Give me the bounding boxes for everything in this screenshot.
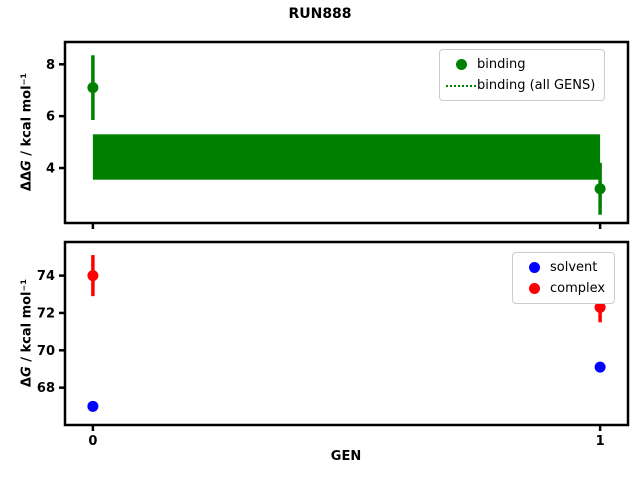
y-tick-label: 4: [46, 162, 55, 177]
y-tick-label: 8: [46, 58, 55, 73]
top-ylabel-symbol: G: [19, 160, 35, 171]
top-legend: binding binding (all GENS): [439, 49, 606, 101]
legend-item-binding-all-gens: binding (all GENS): [445, 75, 595, 96]
solvent-point-gen0: [87, 400, 99, 412]
bottom-y-axis-label: ΔG / kcal mol⁻¹: [20, 279, 35, 387]
legend-label-complex: complex: [550, 281, 606, 296]
bottom-legend: solvent complex: [512, 252, 616, 304]
bottom-ylabel-prefix: Δ: [19, 377, 35, 388]
top-y-axis-label: ΔΔG / kcal mol⁻¹: [20, 73, 35, 191]
binding-point-gen0: [87, 82, 99, 94]
figure-title: RUN888: [288, 6, 352, 22]
solvent-legend-marker-icon: [518, 262, 550, 273]
bottom-ylabel-suffix: / kcal mol⁻¹: [19, 278, 35, 367]
y-tick-label: 70: [37, 344, 55, 359]
complex-legend-marker-icon: [518, 283, 550, 294]
y-tick-label: 6: [46, 110, 55, 125]
x-tick-label: 0: [88, 434, 97, 449]
legend-item-solvent: solvent: [518, 257, 605, 278]
binding-all-gens-dotted-line-icon: [445, 84, 477, 87]
solvent-point-gen1: [594, 361, 606, 373]
binding-legend-marker-icon: [445, 59, 477, 70]
top-ylabel-suffix: / kcal mol⁻¹: [19, 72, 35, 161]
plot-frame-top: [63, 40, 630, 225]
x-tick-label: 1: [596, 434, 605, 449]
legend-item-complex: complex: [518, 278, 605, 299]
complex-point-gen1: [594, 301, 606, 313]
legend-label-solvent: solvent: [550, 260, 598, 275]
binding-point-gen1: [594, 183, 606, 195]
complex-point-gen0: [87, 270, 99, 282]
top-ylabel-prefix: ΔΔ: [19, 170, 35, 192]
plot-frame-bottom: [63, 240, 630, 427]
y-tick-label: 74: [37, 269, 55, 284]
x-axis-label: GEN: [330, 449, 362, 464]
band-binding-all-gens: [92, 134, 601, 180]
legend-label-binding-all-gens: binding (all GENS): [477, 78, 596, 93]
y-tick-label: 72: [37, 307, 55, 322]
y-tick-label: 68: [37, 381, 55, 396]
bottom-ylabel-symbol: G: [19, 366, 35, 378]
legend-item-binding: binding: [445, 54, 595, 75]
legend-label-binding: binding: [477, 57, 526, 72]
